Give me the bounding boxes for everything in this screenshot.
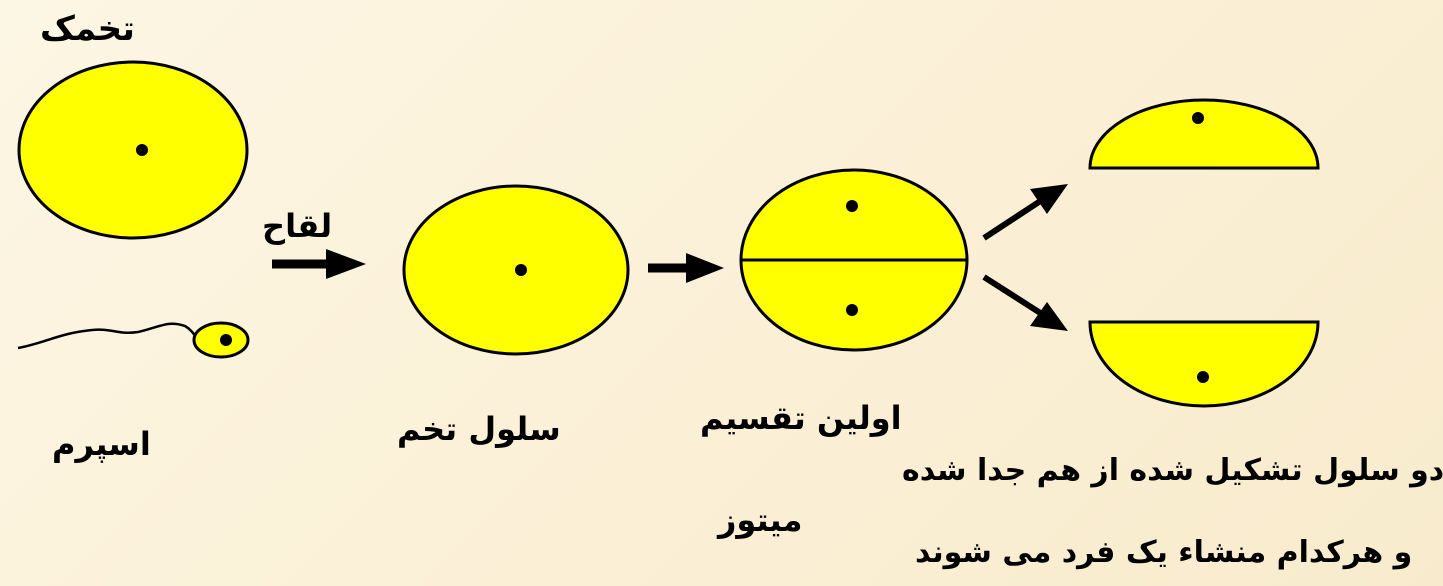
split-arrow-up — [982, 184, 1068, 241]
result-text-line2: و هرکدام منشاء یک فرد می شوند — [915, 535, 1413, 570]
result-text-line1: دو سلول تشکیل شده از هم جدا شده — [902, 453, 1443, 488]
division-arrow — [648, 253, 724, 283]
fertilization-label: لقاح — [262, 207, 333, 245]
fertilization-arrow — [272, 249, 366, 279]
daughter-cell-top — [1088, 98, 1320, 170]
egg-cell — [17, 60, 249, 240]
zygote-label: سلول تخم — [397, 410, 561, 448]
sperm-cell — [17, 321, 250, 359]
dividing-cell — [739, 168, 969, 352]
daughter-cell-bottom — [1088, 320, 1320, 408]
split-arrow-down — [982, 274, 1068, 331]
mitosis-label: میتوز — [718, 501, 803, 539]
zygote-cell — [402, 184, 630, 356]
sperm-label: اسپرم — [52, 425, 151, 463]
egg-label: تخمک — [40, 9, 135, 49]
first-division-label: اولین تقسیم — [700, 399, 902, 437]
